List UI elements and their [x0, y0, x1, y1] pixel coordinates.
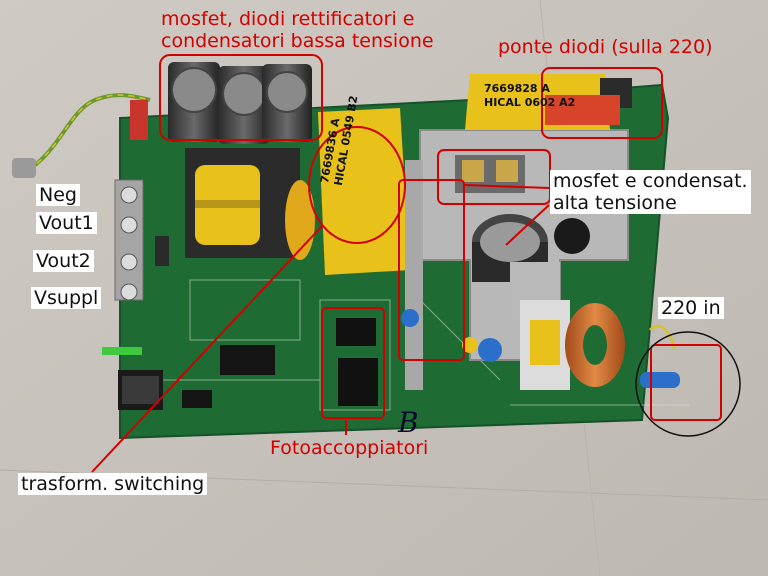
label-diode-bridge: ponte diodi (sulla 220)	[498, 36, 713, 58]
label-transformer: trasform. switching	[18, 473, 208, 495]
pointer-mosfet	[464, 184, 550, 189]
terminal-label-neg: Neg	[36, 184, 80, 206]
label-hv-mosfet: mosfet e condensat. alta tensione	[550, 170, 751, 214]
box-220-in	[650, 344, 722, 421]
label-line-2: condensatori bassa tensione	[161, 30, 434, 52]
circle-220-in	[635, 331, 741, 437]
chip-code-line: 7669828 A	[484, 82, 550, 95]
annotation-overlays	[91, 54, 722, 473]
box-optocouplers	[321, 307, 385, 419]
box-diode-bridge	[541, 67, 663, 139]
terminal-label-vout2: Vout2	[33, 250, 94, 272]
terminal-label-vsuppl: Vsuppl	[31, 287, 102, 309]
label-line-2: alta tensione	[553, 192, 677, 214]
box-low-voltage	[159, 54, 323, 141]
pointer-transformer	[91, 225, 323, 473]
ellipse-transformer	[308, 126, 406, 244]
pointer-capacitor	[505, 204, 550, 246]
transformer-small-label: 7669828 A HICAL 0602 A2	[484, 82, 575, 110]
svg-text:B: B	[397, 406, 419, 439]
terminal-label-vout1: Vout1	[36, 212, 97, 234]
chip-make-line: HICAL 0602 A2	[484, 96, 576, 109]
label-220-in: 220 in	[658, 297, 724, 319]
label-line-1: mosfet, diodi rettificatori e	[161, 8, 415, 30]
box-hv-capacitor	[398, 179, 465, 361]
label-optocouplers: Fotoaccoppiatori	[270, 437, 429, 459]
transformer-label-block	[318, 108, 410, 275]
optocouplers	[336, 318, 378, 406]
label-low-voltage: mosfet, diodi rettificatori e condensato…	[161, 8, 434, 52]
screw-terminals	[114, 179, 144, 301]
low-voltage-capacitors	[168, 62, 312, 144]
label-line-1: mosfet e condensat.	[553, 170, 748, 192]
